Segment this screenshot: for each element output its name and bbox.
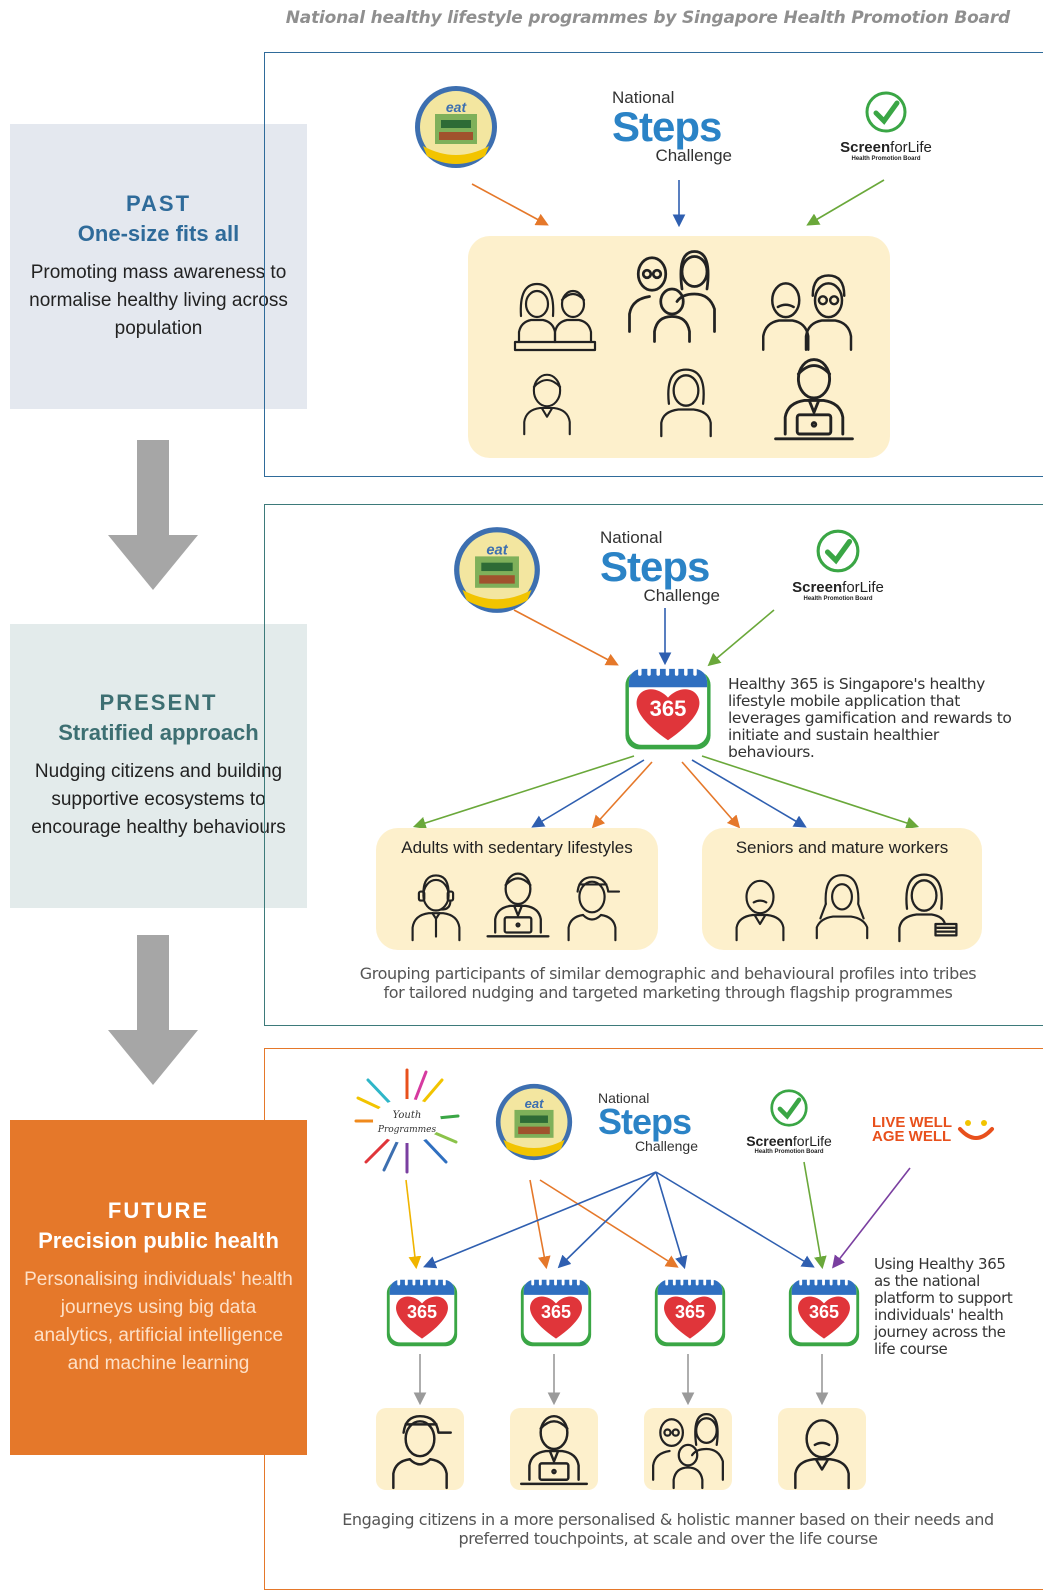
orange-arrow — [591, 761, 653, 829]
blue-arrow — [655, 1171, 815, 1268]
future-card: FUTURE Precision public health Personali… — [10, 1120, 307, 1455]
person-icon — [512, 366, 582, 436]
healthy-365-app-icon: 365 — [786, 1274, 862, 1350]
green-arrow — [701, 755, 920, 830]
live-well-age-well-logo: LIVE WELL AGE WELL — [872, 1115, 1012, 1144]
check-icon — [865, 91, 907, 133]
present-description: Nudging citizens and building supportive… — [31, 761, 286, 838]
present-subtitle: Stratified approach — [58, 720, 259, 745]
healthy-365-national-note: Using Healthy 365 as the national platfo… — [874, 1255, 1013, 1358]
healthy-365-note: Healthy 365 is Singapore's healthy lifes… — [728, 675, 1012, 761]
present-panel — [264, 504, 1043, 1026]
eat-drink-shop-logo: eat — [452, 525, 542, 615]
person-icon — [724, 866, 796, 946]
national-steps-logo: National Steps Challenge — [600, 528, 720, 605]
person-icon — [746, 262, 866, 352]
person-icon — [400, 866, 472, 946]
present-caption: Grouping participants of similar demogra… — [359, 964, 977, 1002]
population-group — [468, 236, 890, 458]
down-arrow-icon — [108, 440, 198, 590]
green-arrow — [803, 1161, 827, 1270]
screen-for-life-logo: ScreenforLife Health Promotion Board — [776, 528, 900, 602]
svg-text:eat: eat — [446, 99, 468, 115]
screen-for-life-logo: ScreenforLife Health Promotion Board — [826, 90, 946, 162]
smile-icon — [958, 1120, 995, 1140]
green-arrow — [412, 755, 635, 830]
green-arrow — [806, 179, 885, 226]
orange-arrow — [681, 761, 741, 829]
page-header: National healthy lifestyle programmes by… — [285, 8, 1010, 28]
present-title: PRESENT — [99, 690, 218, 715]
present-arrows — [412, 608, 920, 830]
person-icon — [480, 862, 556, 946]
healthy-365-app-icon: 365 — [622, 662, 714, 754]
person-icon — [622, 244, 722, 344]
person-icon — [556, 866, 628, 946]
future-arrows — [405, 1161, 911, 1406]
tribe-label: Seniors and mature workers — [735, 838, 949, 857]
national-steps-logo: National Steps Challenge — [612, 88, 732, 165]
past-description: Promoting mass awareness to normalise he… — [29, 261, 288, 339]
future-title: FUTURE — [107, 1197, 210, 1223]
blue-arrow — [557, 1171, 657, 1269]
svg-text:Programmes: Programmes — [377, 1125, 437, 1135]
past-panel — [264, 52, 1043, 477]
purple-arrow — [832, 1167, 911, 1269]
person-icon — [644, 1408, 732, 1490]
present-card: PRESENT Stratified approach Nudging citi… — [10, 624, 307, 908]
orange-arrow — [529, 1179, 551, 1270]
svg-text:Youth: Youth — [393, 1110, 422, 1121]
future-caption: Engaging citizens in a more personalised… — [342, 1510, 994, 1548]
person-icon — [376, 1408, 464, 1490]
healthy-365-app-icon: 365 — [518, 1274, 594, 1350]
yellow-arrow — [405, 1179, 422, 1270]
orange-arrow — [513, 609, 619, 666]
screen-for-life-logo: ScreenforLife Health Promotion Board — [734, 1088, 844, 1155]
past-subtitle: One-size fits all — [77, 220, 240, 246]
past-arrows — [471, 179, 885, 228]
person-icon — [806, 862, 878, 946]
person-icon — [510, 1408, 598, 1490]
orange-arrow — [539, 1179, 679, 1268]
tribe-label: Adults with sedentary lifestyles — [401, 838, 633, 857]
blue-arrow — [691, 759, 807, 828]
individual-card — [778, 1408, 866, 1490]
healthy-365-app-icon: 365 — [652, 1274, 728, 1350]
person-icon — [648, 360, 724, 440]
blue-arrow — [655, 1171, 688, 1270]
svg-text:eat: eat — [486, 542, 508, 558]
green-arrow — [707, 609, 775, 667]
eat-drink-shop-logo: eat — [494, 1082, 574, 1162]
person-icon — [766, 350, 862, 446]
past-title: PAST — [125, 190, 192, 216]
individual-card — [644, 1408, 732, 1490]
past-card: PAST One-size fits all Promoting mass aw… — [10, 124, 307, 409]
check-icon — [816, 529, 860, 573]
individual-card — [510, 1408, 598, 1490]
svg-text:eat: eat — [525, 1096, 544, 1111]
future-subtitle: Precision public health — [38, 1227, 279, 1253]
person-icon — [778, 1408, 866, 1490]
youth-programmes-logo: Youth Programmes — [352, 1066, 462, 1176]
blue-arrow — [531, 759, 645, 828]
person-icon — [505, 272, 605, 352]
healthy-365-app-icon: 365 — [384, 1274, 460, 1350]
individual-card — [376, 1408, 464, 1490]
orange-arrow — [471, 183, 549, 226]
person-icon — [888, 864, 964, 946]
blue-arrow — [423, 1171, 657, 1269]
national-steps-logo: National Steps Challenge — [598, 1090, 698, 1154]
eat-drink-shop-logo: eat — [413, 84, 499, 170]
down-arrow-icon — [108, 935, 198, 1085]
check-icon — [770, 1089, 808, 1127]
future-description: Personalising individuals' health journe… — [24, 1268, 293, 1374]
